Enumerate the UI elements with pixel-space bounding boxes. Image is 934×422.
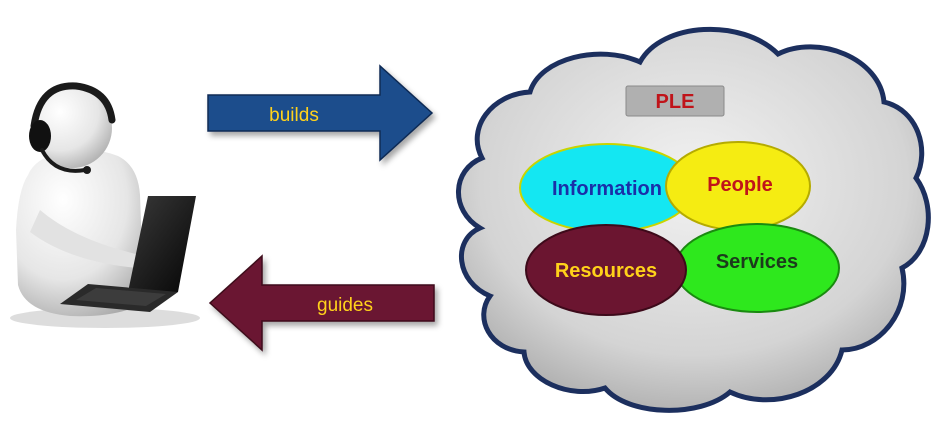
information-label: Information <box>552 178 662 200</box>
user-head <box>32 88 112 168</box>
builds-arrow-label: builds <box>269 105 319 126</box>
resources-label: Resources <box>555 260 657 282</box>
ple-badge-label: PLE <box>656 91 695 113</box>
people-label: People <box>707 174 773 196</box>
ple-cloud: PLE Information People Services Resource… <box>456 26 931 413</box>
guides-arrow-shape <box>208 254 435 352</box>
resources-ellipse: Resources <box>525 224 687 316</box>
headset-mic-tip <box>83 166 91 174</box>
headset-band <box>30 82 116 130</box>
builds-arrow-shape <box>207 64 434 162</box>
builds-arrow: builds <box>207 64 434 162</box>
services-label: Services <box>716 251 798 273</box>
user-arm <box>30 210 140 268</box>
ple-badge-box <box>625 85 725 117</box>
laptop-screen <box>128 196 196 292</box>
services-ellipse: Services <box>674 223 840 313</box>
guides-arrow-label: guides <box>317 295 373 316</box>
guides-arrow: guides <box>208 254 435 352</box>
ple-badge: PLE <box>625 85 725 117</box>
resources-ellipse-shape <box>525 224 687 316</box>
laptop-keys <box>76 288 166 306</box>
user-body <box>16 149 150 317</box>
user-with-headset-and-laptop-icon <box>10 82 200 328</box>
people-ellipse: People <box>665 141 811 231</box>
headset-earcup <box>29 120 51 152</box>
headset-mic <box>40 148 87 173</box>
